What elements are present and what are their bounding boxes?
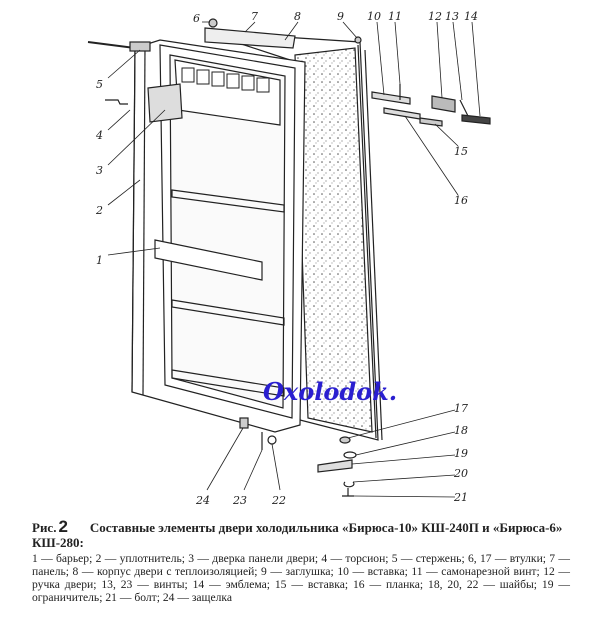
door-liner — [131, 39, 306, 433]
limiter — [317, 459, 353, 473]
figure-number: 2 — [58, 517, 68, 536]
callout-21: 21 — [453, 491, 468, 504]
door-body-insulated — [204, 31, 383, 441]
emblem — [461, 114, 491, 125]
callout-9: 9 — [337, 10, 344, 23]
callout-8: 8 — [294, 10, 301, 23]
callout-23: 23 — [232, 494, 247, 507]
strip — [383, 107, 421, 120]
bushing — [129, 41, 151, 52]
callout-11: 11 — [388, 10, 402, 23]
plug — [354, 36, 362, 44]
door-handle — [431, 95, 456, 113]
callout-22: 22 — [271, 494, 286, 507]
washer-18 — [343, 451, 357, 459]
caption-legend: 1 — барьер; 2 — уплотнитель; 3 — дверка … — [32, 552, 570, 604]
barrier — [154, 239, 263, 281]
panel-door — [147, 83, 183, 123]
washer-22 — [267, 435, 277, 445]
callout-14: 14 — [464, 10, 478, 23]
callout-4: 4 — [95, 129, 103, 142]
watermark: Oxolodok. — [263, 377, 397, 406]
callout-15: 15 — [454, 145, 468, 158]
callout-17: 17 — [454, 402, 468, 415]
callout-12: 12 — [428, 10, 442, 23]
callout-1: 1 — [96, 254, 103, 267]
callout-24: 24 — [195, 494, 210, 507]
callout-16: 16 — [454, 194, 468, 207]
callout-19: 19 — [454, 447, 468, 460]
insert-10 — [371, 91, 411, 105]
door-exploded-diagram: 1 2 3 4 5 6 7 8 9 10 11 12 13 14 15 16 1… — [87, 10, 491, 507]
callout-10: 10 — [367, 10, 381, 23]
caption-prefix: Рис. — [32, 520, 57, 535]
bushing-6 — [208, 18, 218, 28]
callout-2: 2 — [95, 204, 103, 217]
callout-5: 5 — [96, 78, 103, 91]
washer-20 — [343, 481, 355, 488]
top-panel — [204, 27, 296, 49]
callout-18: 18 — [454, 424, 468, 437]
latch — [239, 417, 249, 429]
callout-3: 3 — [96, 164, 103, 177]
caption-title: Составные элементы двери холодильника «Б… — [32, 520, 563, 550]
callout-20: 20 — [453, 467, 468, 480]
screw-13 — [459, 99, 469, 117]
bolt — [342, 488, 354, 497]
callout-6: 6 — [193, 12, 200, 25]
callout-7: 7 — [251, 10, 258, 23]
callout-labels: 1 2 3 4 5 6 7 8 9 10 11 12 13 14 15 16 1… — [95, 10, 478, 507]
bushing-17 — [339, 436, 351, 444]
insert-15 — [419, 117, 443, 127]
callout-13: 13 — [445, 10, 459, 23]
torsion — [105, 99, 128, 105]
